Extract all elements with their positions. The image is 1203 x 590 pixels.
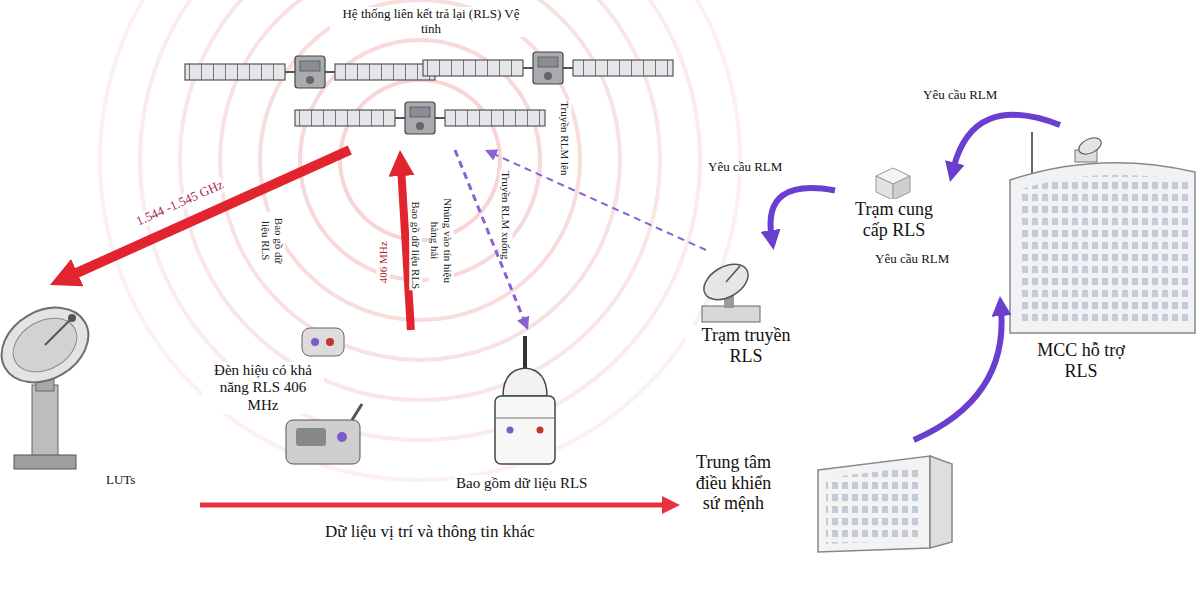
edge-label: Truyền RLM lên <box>559 100 572 176</box>
node-label: LUTs <box>105 473 136 488</box>
uplink-station-dish <box>698 257 760 322</box>
node-box: Trạm cung cấp RLS <box>835 165 950 250</box>
node-label: Trạm truyền RLS <box>685 325 807 366</box>
annotation-label: Bao gồ dữ liệu RLS <box>410 200 423 290</box>
signal-waves <box>100 0 740 480</box>
connector-arrow <box>953 115 1060 169</box>
mcc-building <box>1010 132 1195 333</box>
edge-label: Yêu cầu RLM <box>874 252 950 267</box>
node-box: MCC hỗ trợ RLS <box>1000 125 1200 410</box>
mission-control-building <box>818 456 952 552</box>
node-box: Trạm truyền RLS <box>680 250 810 372</box>
lut-antenna <box>0 293 102 469</box>
connector-arrow <box>200 503 667 508</box>
node-label: Hệ thống liên kết trả lại (RLS) Vệ tinh <box>330 7 532 37</box>
node-label: Đèn hiệu có khả năng RLS 406 MHz <box>202 362 324 414</box>
node-box: Hệ thống liên kết trả lại (RLS) Vệ tinh <box>180 5 620 150</box>
connector-arrow <box>914 310 1002 440</box>
edge-label: 406 MHz <box>377 240 390 284</box>
provider-cube <box>876 168 910 200</box>
edge-label: Truyền RLM xuống <box>500 170 513 260</box>
annotation-label: Bao gồ dữ liệu RLS <box>259 212 284 269</box>
node-box: Đèn hiệu có khả năng RLS 406 MHzBao gồm … <box>200 330 590 500</box>
connector-arrow <box>455 150 525 322</box>
beacon-buoy <box>495 336 555 464</box>
edge-label: Yêu cầu RLM <box>922 88 998 103</box>
connector-arrow <box>771 188 835 236</box>
edge-label: Dữ liệu vị trí và thông tin khác <box>324 522 536 542</box>
node-label: Bao gồm dữ liệu RLS <box>455 475 588 492</box>
node-label: MCC hỗ trợ RLS <box>1020 340 1142 381</box>
node-label: Trung tâm điều khiển sứ mệnh <box>685 452 782 514</box>
annotation-label: Nhúng vào tín hiệu hàng hải <box>428 189 453 291</box>
node-label: Trạm cung cấp RLS <box>843 199 945 240</box>
node-box: Trung tâm điều khiển sứ mệnh <box>680 440 955 570</box>
connector-arrow <box>493 154 706 251</box>
edge-label: 1.544 -1.545 GHz <box>133 177 227 230</box>
node-box: LUTs <box>0 285 200 510</box>
connector-arrow <box>69 150 350 276</box>
edge-label: Yêu cầu RLM <box>707 160 783 175</box>
